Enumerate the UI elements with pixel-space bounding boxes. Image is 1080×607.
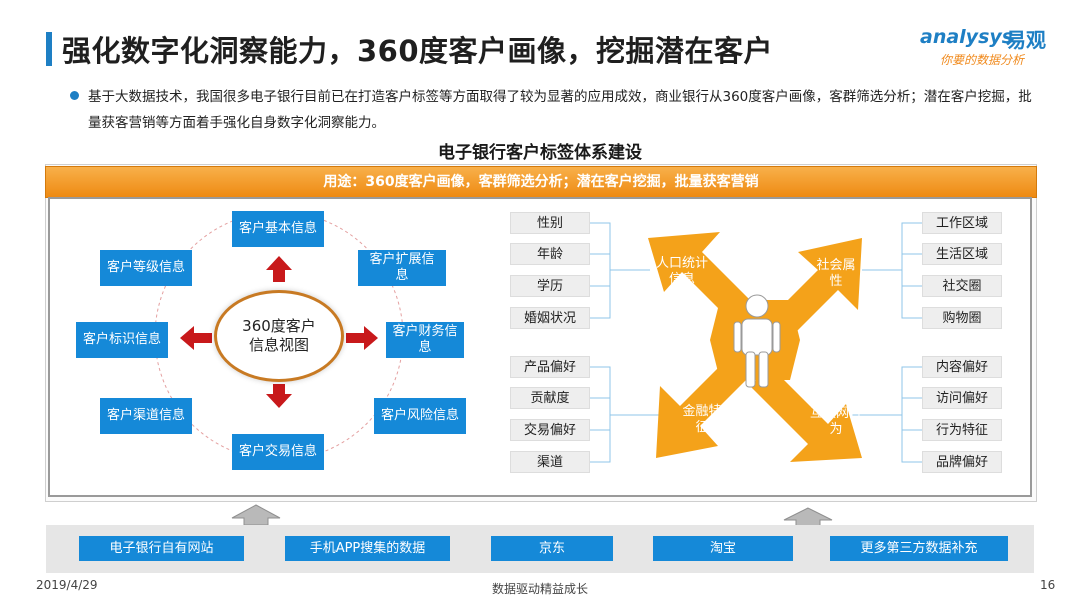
- info-box-risk: 客户风险信息: [374, 398, 466, 434]
- arrow-up-grey-icon: [231, 504, 281, 526]
- info-box-channel: 客户渠道信息: [100, 398, 192, 434]
- tag-visit-pref: 访问偏好: [922, 387, 1002, 409]
- source-taobao: 淘宝: [653, 536, 793, 561]
- tag-education: 学历: [510, 275, 590, 297]
- tag-channel: 渠道: [510, 451, 590, 473]
- page-number: 16: [1040, 578, 1056, 592]
- arrow-up-grey-icon: [783, 507, 833, 527]
- footer-slogan: 数据驱动精益成长: [491, 582, 588, 596]
- tag-contribution: 贡献度: [510, 387, 590, 409]
- page-title: 强化数字化洞察能力，360度客户画像，挖掘潜在客户: [62, 34, 774, 68]
- source-jd: 京东: [491, 536, 613, 561]
- tag-work-area: 工作区域: [922, 212, 1002, 234]
- info-box-transaction: 客户交易信息: [232, 434, 324, 470]
- arrow-down-icon: [266, 384, 292, 408]
- arrow-label-demographic: 人口统计信息: [655, 256, 708, 287]
- tag-age: 年龄: [510, 243, 590, 265]
- tag-marital: 婚姻状况: [510, 307, 590, 329]
- info-box-financial: 客户财务信息: [386, 322, 464, 358]
- tag-gender: 性别: [510, 212, 590, 234]
- info-box-basic: 客户基本信息: [232, 211, 324, 247]
- logo-cn: 易观: [1006, 28, 1046, 52]
- info-box-identity: 客户标识信息: [76, 322, 168, 358]
- footer-date: 2019/4/29: [36, 578, 98, 592]
- tag-brand-pref: 品牌偏好: [922, 451, 1002, 473]
- arrow-label-internet: 互联网行为: [810, 406, 863, 437]
- tag-social-circle: 社交圈: [922, 275, 1002, 297]
- arrow-right-icon: [346, 326, 378, 350]
- tag-transaction-pref: 交易偏好: [510, 419, 590, 441]
- logo-slogan: 你要的数据分析: [940, 53, 1025, 67]
- logo-text: analysys: [920, 26, 1014, 48]
- source-mobile-app: 手机APP搜集的数据: [285, 536, 450, 561]
- arrow-left-icon: [180, 326, 212, 350]
- center-customer-view: 360度客户信息视图: [214, 290, 344, 382]
- bullet-text: 基于大数据技术，我国很多电子银行目前已在打造客户标签等方面取得了较为显著的应用成…: [88, 89, 1032, 131]
- source-ebank-site: 电子银行自有网站: [79, 536, 244, 561]
- diagram-title: 电子银行客户标签体系建设: [438, 143, 642, 163]
- info-box-extended: 客户扩展信息: [358, 250, 446, 286]
- tag-living-area: 生活区域: [922, 243, 1002, 265]
- arrow-up-icon: [266, 256, 292, 282]
- person-icon: [733, 294, 781, 388]
- title-accent-bar: [46, 32, 52, 66]
- tag-product-pref: 产品偏好: [510, 356, 590, 378]
- tag-shopping-circle: 购物圈: [922, 307, 1002, 329]
- tag-content-pref: 内容偏好: [922, 356, 1002, 378]
- bullet-dot-icon: [70, 91, 79, 100]
- info-box-level: 客户等级信息: [100, 250, 192, 286]
- tag-behavior: 行为特征: [922, 419, 1002, 441]
- arrow-label-financial: 金融特征: [682, 404, 722, 435]
- arrow-label-social: 社会属性: [816, 258, 856, 289]
- source-third-party: 更多第三方数据补充: [830, 536, 1008, 561]
